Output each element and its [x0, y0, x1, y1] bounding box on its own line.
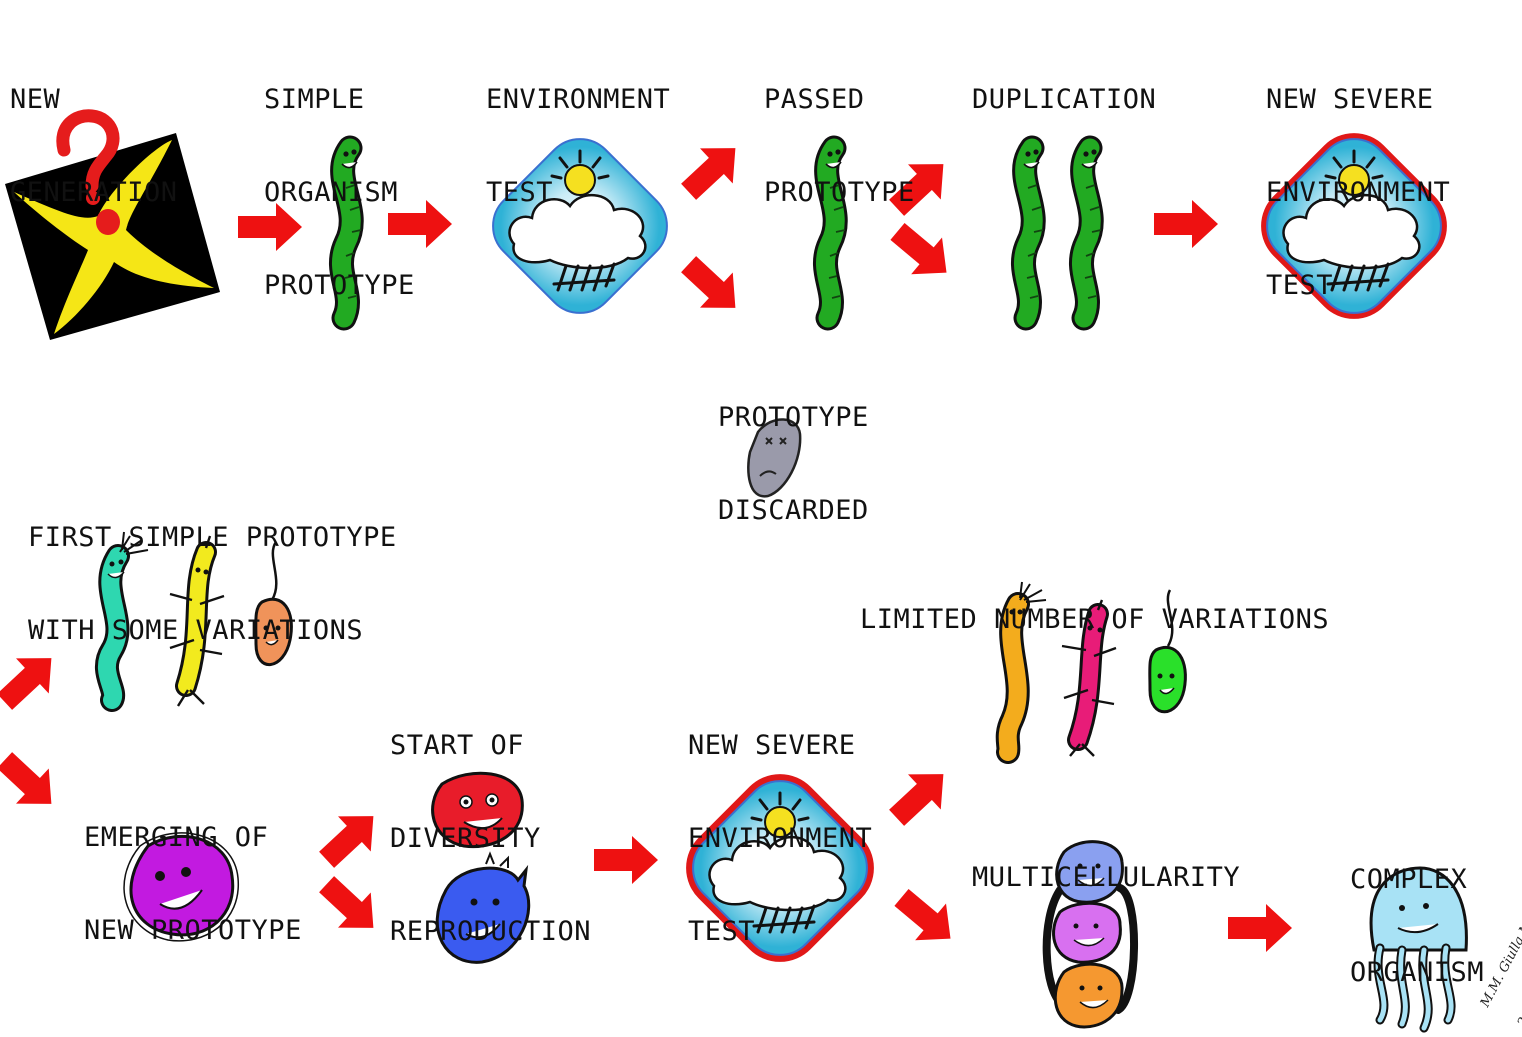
label-line: EMERGING OF — [84, 822, 269, 853]
arrow-to-severe-test-bottom — [594, 836, 658, 884]
label-limited-number-variations: LIMITED NUMBER OF VARIATIONS — [860, 542, 1329, 666]
label-line: NEW SEVERE — [1266, 84, 1434, 115]
label-line: GENERATION — [10, 177, 178, 208]
duplicated-worm-left — [1023, 148, 1043, 318]
label-line: WITH SOME VARIATIONS — [28, 615, 364, 646]
label-line: ENVIRONMENT — [1266, 177, 1451, 208]
label-line: ORGANISM — [264, 177, 399, 208]
variant-teal-worm — [95, 531, 149, 712]
label-line: TEST — [1266, 270, 1334, 301]
label-line: ENVIRONMENT — [688, 823, 873, 854]
arrow-to-red-cell — [310, 798, 390, 878]
label-line: DUPLICATION — [972, 84, 1157, 115]
label-multicellularity: MULTICELLULARITY — [972, 800, 1240, 924]
label-line: DISCARDED — [718, 495, 869, 526]
duplicated-worm-right — [1081, 148, 1101, 318]
label-complex-organism: COMPLEX ORGANISM — [1350, 802, 1484, 1019]
emerging-purple-prototype — [123, 832, 239, 942]
label-new-severe-environment-test-bottom: NEW SEVERE ENVIRONMENT TEST — [688, 668, 872, 978]
label-prototype-discarded: PROTOTYPE DISCARDED — [718, 340, 869, 557]
label-first-simple-prototype: FIRST SIMPLE PROTOTYPE WITH SOME VARIATI… — [28, 460, 397, 677]
label-start-diversity-reproduction: START OF DIVERSITY REPRODUCTION — [390, 668, 591, 978]
label-line: NEW — [10, 84, 61, 115]
label-line: FIRST SIMPLE PROTOTYPE — [28, 522, 397, 553]
label-new-generation: NEW GENERATION — [10, 22, 178, 239]
label-line: PROTOTYPE — [264, 270, 415, 301]
severe-environment-test-top-icon — [1250, 122, 1458, 330]
label-line: LIMITED NUMBER OF VARIATIONS — [860, 604, 1330, 635]
label-line: PASSED — [764, 84, 865, 115]
arrow-to-limited-variations — [880, 756, 960, 836]
jellyfish-complex-organism — [1369, 866, 1468, 1033]
variant-yellow-organism — [169, 535, 225, 707]
label-duplication: DUPLICATION — [972, 22, 1156, 146]
label-line: ENVIRONMENT — [486, 84, 671, 115]
label-line: PROTOTYPE — [764, 177, 915, 208]
mystery-box-icon — [5, 109, 220, 340]
red-diversity-cell — [431, 771, 524, 849]
discarded-prototype-icon — [747, 418, 802, 498]
variant-amber-worm — [995, 581, 1047, 764]
blue-diversity-cell — [435, 851, 531, 964]
label-line: PROTOTYPE — [718, 402, 869, 433]
arrow-to-discarded — [672, 246, 752, 326]
arrow-to-multicellularity — [886, 879, 966, 957]
label-emerging-new-prototype: EMERGING OF NEW PROTOTYPE — [84, 760, 302, 977]
label-line: COMPLEX — [1350, 864, 1468, 895]
severe-environment-test-bottom-icon — [676, 764, 884, 972]
variant-green-organism — [1148, 589, 1187, 714]
variant-pink-organism — [1061, 599, 1117, 757]
label-line: SIMPLE — [264, 84, 365, 115]
label-simple-organism-prototype: SIMPLE ORGANISM PROTOTYPE — [264, 22, 415, 332]
label-line: DIVERSITY — [390, 823, 541, 854]
label-line: TEST — [486, 177, 554, 208]
multicellular-organism — [1042, 840, 1139, 1029]
arrow-to-severe-test-top — [1154, 200, 1218, 248]
arrow-to-passed — [672, 130, 752, 210]
label-line: NEW PROTOTYPE — [84, 915, 302, 946]
label-environment-test: ENVIRONMENT TEST — [486, 22, 670, 239]
arrow-to-blue-cell — [310, 866, 390, 946]
arrow-to-emerging-prototype — [0, 742, 68, 822]
label-line: MULTICELLULARITY — [972, 862, 1241, 893]
label-line: REPRODUCTION — [390, 916, 592, 947]
label-new-severe-environment-test-top: NEW SEVERE ENVIRONMENT TEST — [1266, 22, 1450, 332]
label-line: TEST — [688, 916, 756, 947]
label-line: ORGANISM — [1350, 957, 1485, 988]
label-line: START OF — [390, 730, 525, 761]
variant-orange-organism — [254, 541, 293, 666]
label-passed-prototype: PASSED PROTOTYPE — [764, 22, 915, 239]
label-line: NEW SEVERE — [688, 730, 856, 761]
